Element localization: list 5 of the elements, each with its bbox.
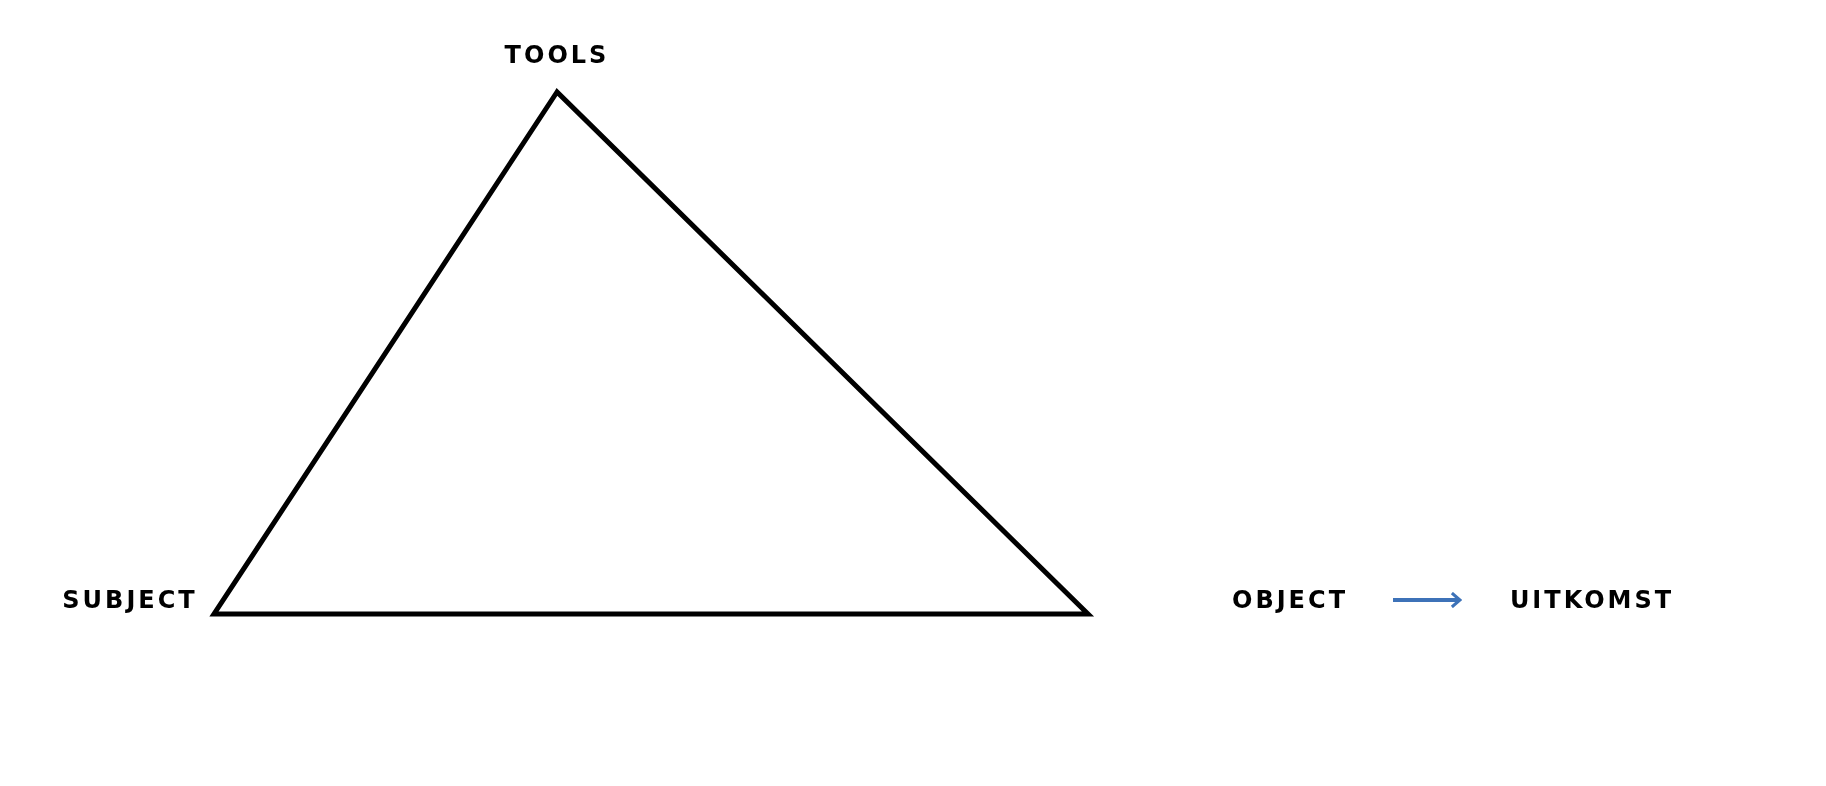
arrow xyxy=(1393,591,1462,609)
node-label: UITKOMST xyxy=(1509,586,1675,614)
node-label: OBJECT xyxy=(1232,586,1348,614)
vertex-label: TOOLS xyxy=(504,41,610,69)
vertex-label: SUBJECT xyxy=(62,586,198,614)
